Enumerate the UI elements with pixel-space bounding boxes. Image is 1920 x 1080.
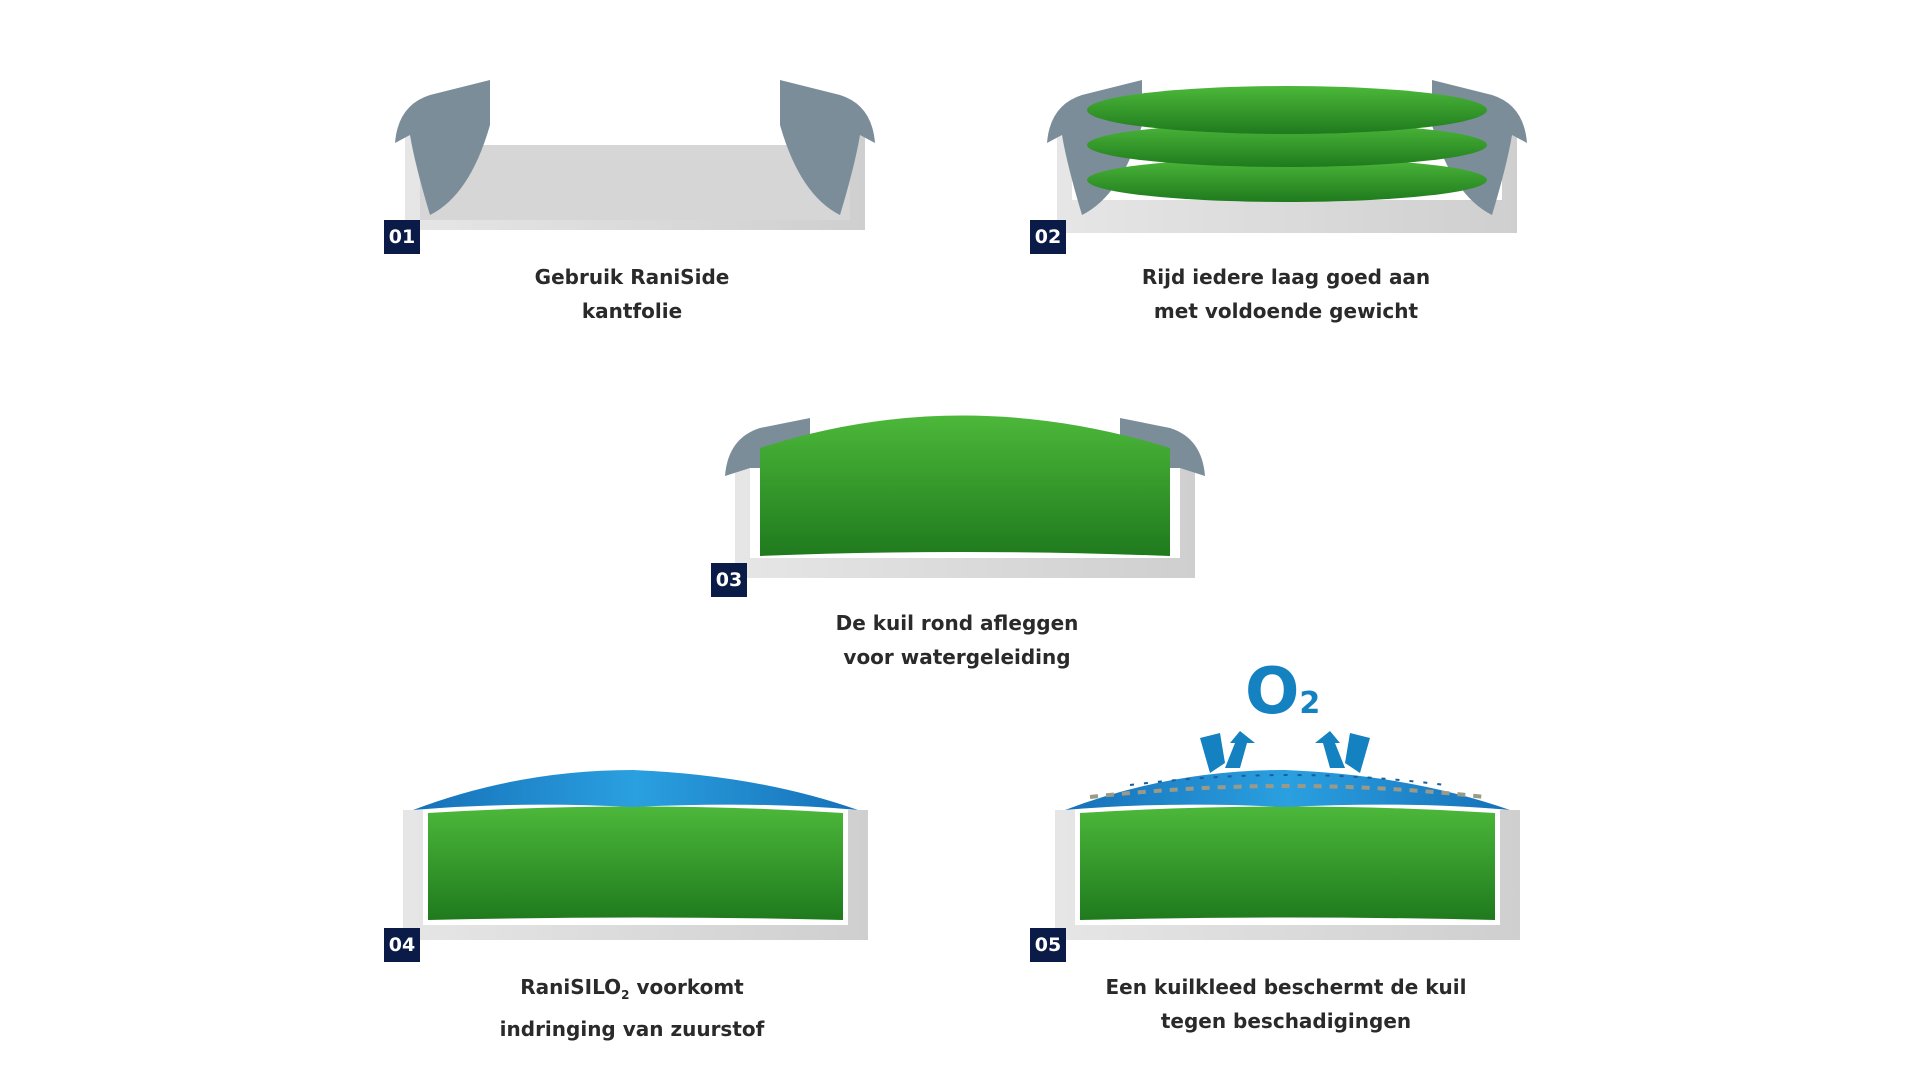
step-number-badge: 02 <box>1030 220 1066 254</box>
bunker-with-side-foil-illustration <box>395 80 875 230</box>
step-number-badge: 04 <box>384 928 420 962</box>
silage-with-protective-cover-illustration <box>1055 770 1520 940</box>
step-number-badge: 05 <box>1030 928 1066 962</box>
step-caption: Een kuilkleed beschermt de kuil tegen be… <box>1105 975 1467 1033</box>
layered-silage-illustration <box>1047 80 1527 233</box>
oxygen-symbol: O2 <box>1245 655 1321 729</box>
step-number-badge: 01 <box>384 220 420 254</box>
step-caption: Gebruik RaniSide kantfolie <box>534 265 730 323</box>
step-caption: De kuil rond afleggen voor watergeleidin… <box>835 611 1079 669</box>
step-number-badge: 03 <box>711 563 747 597</box>
oxygen-deflect-arrows-icon <box>1200 731 1370 773</box>
step-caption: RaniSILO2 voorkomt indringing van zuurst… <box>499 975 765 1041</box>
silage-with-oxygen-barrier-film-illustration <box>403 770 868 940</box>
rounded-silage-illustration <box>725 415 1205 578</box>
step-caption: Rijd iedere laag goed aan met voldoende … <box>1141 265 1431 323</box>
